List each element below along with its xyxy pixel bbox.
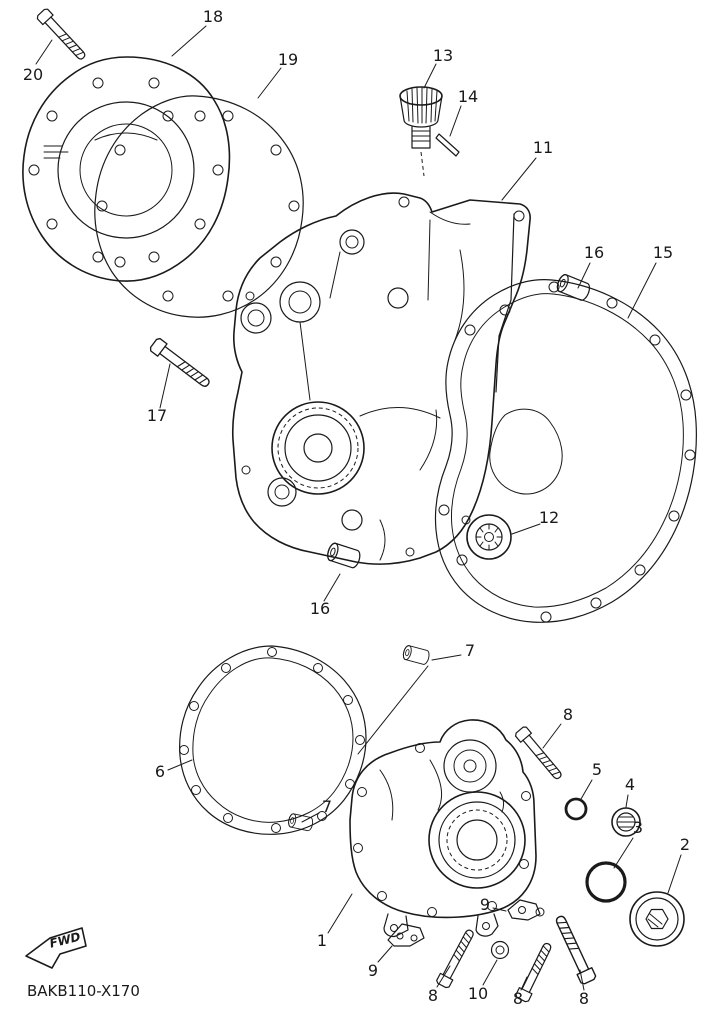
callout-10: 10 [468, 984, 488, 1003]
part-16b-collar [325, 541, 363, 570]
callout-11: 11 [533, 138, 553, 157]
callout-8a: 8 [563, 705, 573, 724]
part-4-plug [611, 807, 641, 837]
callout-6: 6 [155, 762, 165, 781]
part-5-oring [564, 797, 588, 821]
callout-1: 1 [317, 931, 327, 950]
part-12-bearing [466, 514, 512, 560]
callout-18: 18 [203, 7, 223, 26]
callout-4: 4 [625, 775, 635, 794]
part-17-bolt [148, 336, 214, 392]
callout-20: 20 [23, 65, 43, 84]
part-9b-bracket [507, 899, 545, 921]
callout-8d: 8 [579, 989, 589, 1008]
assembly-line-7a [357, 665, 429, 755]
callout-2: 2 [680, 835, 690, 854]
part-1-cover [349, 719, 537, 938]
part-15-gasket [434, 279, 697, 623]
callout-14: 14 [458, 87, 478, 106]
part-19-gasket [94, 95, 304, 318]
part-20-bolt [35, 7, 90, 64]
part-3-oring [585, 861, 627, 903]
part-11-crankcase [231, 192, 531, 565]
fwd-label: FWD [48, 930, 82, 951]
callout-5: 5 [592, 760, 602, 779]
callout-16a: 16 [584, 243, 604, 262]
part-2-plug [629, 891, 685, 947]
callout-17: 17 [147, 406, 167, 425]
part-9a-bracket [387, 923, 425, 947]
part-7a-collar [401, 644, 431, 666]
part-10-washer [490, 940, 510, 960]
part-6-gasket [179, 645, 367, 835]
callout-8b: 8 [428, 986, 438, 1005]
part-8a-bolt [513, 724, 566, 783]
callout-12: 12 [539, 508, 559, 527]
callout-15: 15 [653, 243, 673, 262]
callout-7a: 7 [465, 641, 475, 660]
callout-19: 19 [278, 50, 298, 69]
part-13-filler-cap [399, 86, 443, 177]
callout-7b: 7 [322, 797, 332, 816]
callout-3: 3 [633, 818, 643, 837]
callout-16b: 16 [310, 599, 330, 618]
callout-8c: 8 [513, 989, 523, 1008]
callout-13: 13 [433, 46, 453, 65]
fwd-direction-symbol: FWD [25, 927, 87, 969]
part-8d-bolt [551, 912, 598, 986]
part-18-cover [22, 56, 231, 282]
leader-lines [35, 25, 682, 991]
part-14-pin [435, 133, 460, 157]
diagram-code: BAKB110-X170 [27, 982, 140, 1000]
callout-9b: 9 [480, 895, 490, 914]
callout-9a: 9 [368, 961, 378, 980]
